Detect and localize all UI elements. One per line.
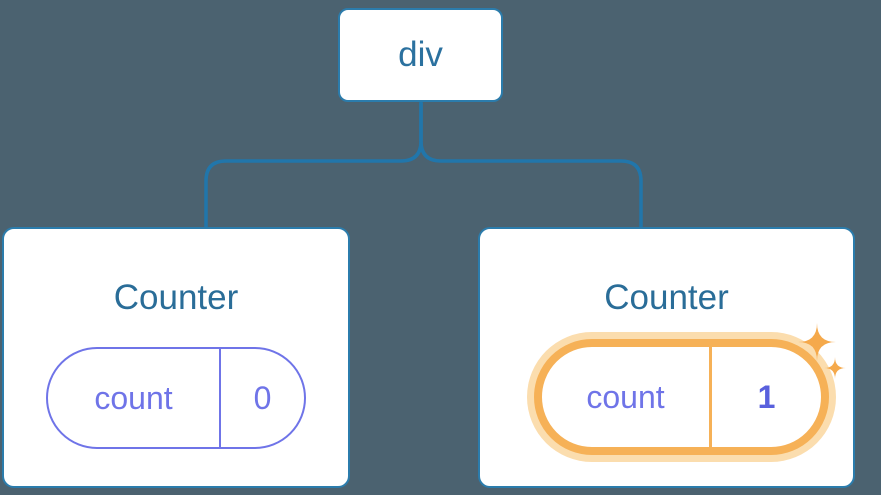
state-key-label: count xyxy=(586,378,665,415)
state-pill-count-0: count 0 xyxy=(46,347,306,449)
connector-left-branch xyxy=(204,101,423,230)
state-key-label: count xyxy=(94,379,173,416)
root-node-div: div xyxy=(338,8,503,102)
root-node-label: div xyxy=(398,35,443,74)
component-title: Counter xyxy=(604,278,729,317)
counter-card-right: Counter count 1 xyxy=(478,227,855,488)
pill-divider xyxy=(709,347,712,447)
state-value: 0 xyxy=(253,379,272,416)
pill-divider xyxy=(219,349,221,447)
component-title: Counter xyxy=(113,278,239,317)
counter-card-left: Counter count 0 xyxy=(2,227,350,488)
state-value: 1 xyxy=(757,378,776,415)
sparkle-small-icon xyxy=(824,357,846,379)
connector-right-branch xyxy=(419,101,643,230)
state-pill-count-1-highlighted: count 1 xyxy=(534,339,829,455)
